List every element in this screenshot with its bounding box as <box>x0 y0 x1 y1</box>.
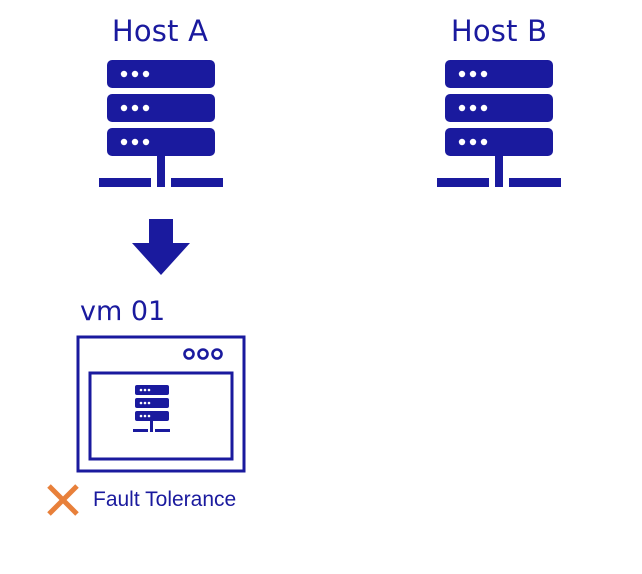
vm-label: vm 01 <box>80 296 166 327</box>
host-a-label: Host A <box>111 14 209 48</box>
arrow-down-icon <box>132 219 190 275</box>
host-b-label: Host B <box>450 14 548 48</box>
vm-window-icon <box>76 335 246 473</box>
fault-tolerance-status: Fault Tolerance <box>45 482 236 518</box>
server-rack-icon <box>99 60 223 187</box>
server-rack-icon <box>437 60 561 187</box>
x-mark-icon <box>47 484 79 516</box>
fault-tolerance-label: Fault Tolerance <box>93 488 237 511</box>
